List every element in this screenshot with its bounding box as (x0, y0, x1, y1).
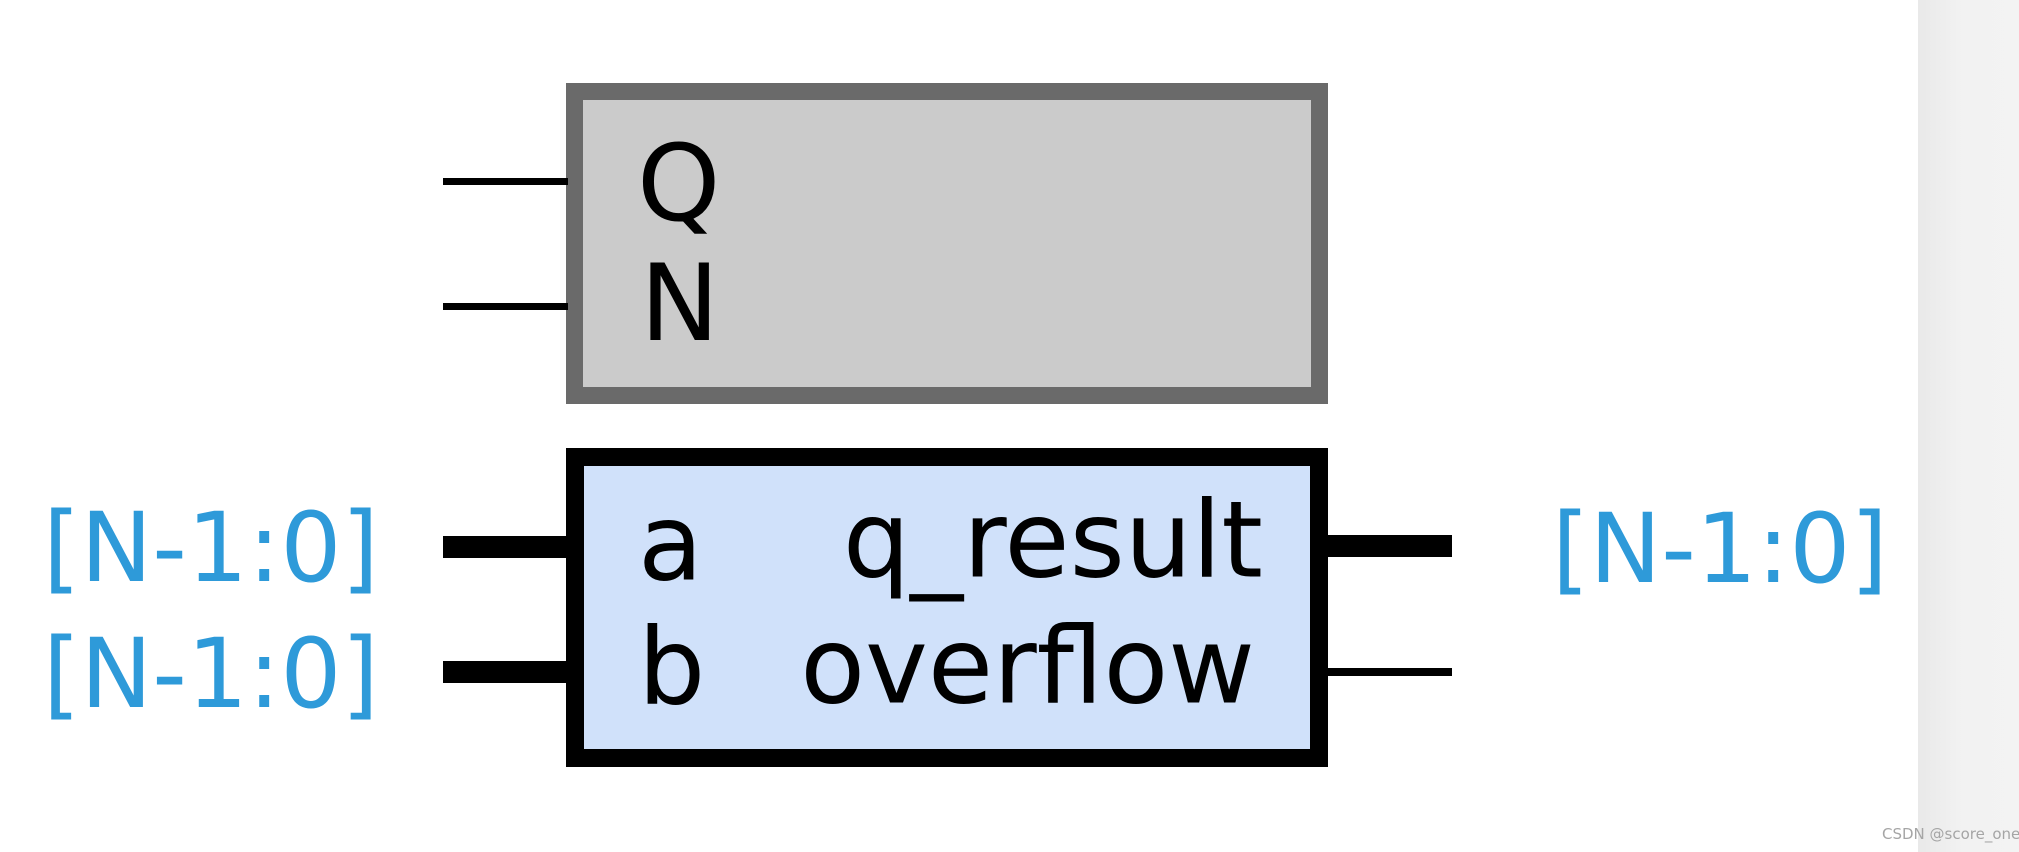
csdn-watermark: CSDN @score_one (1882, 825, 2019, 843)
port-label-n: N (640, 241, 720, 365)
module-box-top (566, 83, 1328, 404)
page-background-strip (1918, 0, 2019, 852)
wire-overflow-output (1326, 668, 1452, 676)
wire-n-input (443, 303, 568, 310)
port-label-overflow: overflow (800, 604, 1255, 728)
wire-q-input (443, 178, 568, 185)
port-label-q: Q (637, 121, 721, 245)
wire-b-input-bus (443, 661, 570, 683)
bus-width-label-input-b: [N-1:0] (43, 618, 379, 731)
port-label-q-result: q_result (842, 478, 1263, 602)
bus-width-label-input-a: [N-1:0] (43, 492, 379, 605)
bus-width-label-output-q-result: [N-1:0] (1552, 493, 1888, 606)
wire-a-input-bus (443, 536, 570, 558)
wire-q-result-output-bus (1326, 535, 1452, 557)
port-label-b: b (638, 605, 706, 729)
port-label-a: a (638, 481, 703, 605)
module-box-bottom (566, 448, 1328, 767)
